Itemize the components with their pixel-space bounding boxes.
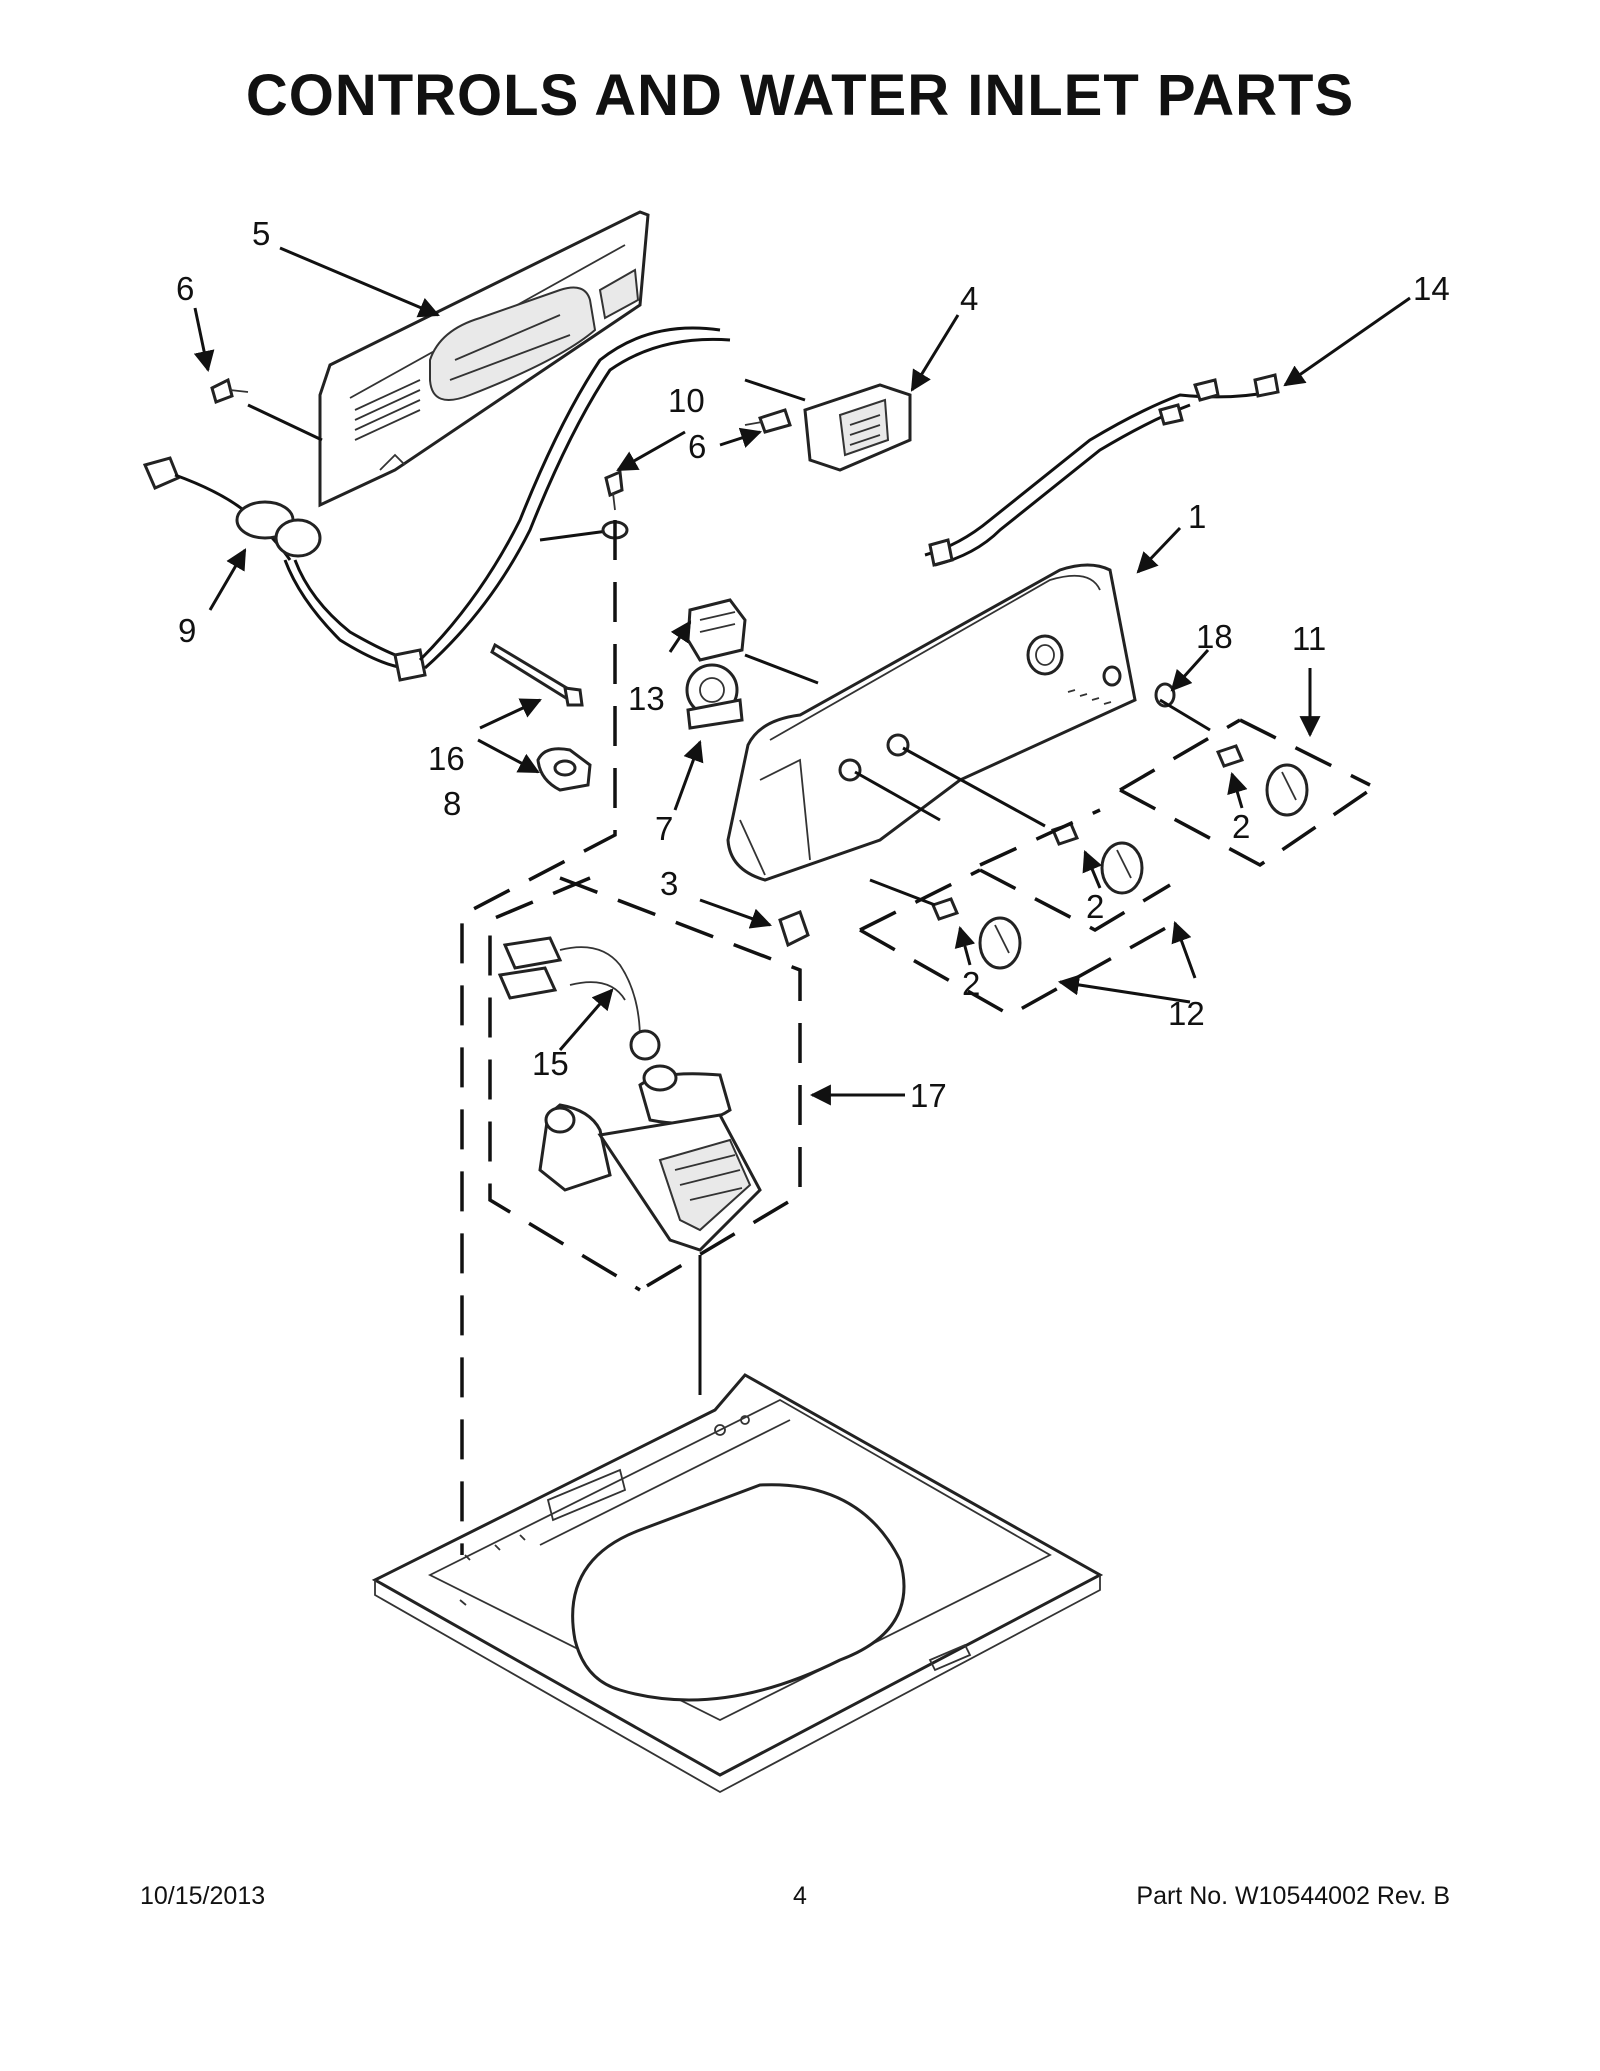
water-inlet-valve-part xyxy=(497,936,762,1252)
callout-6-right: 6 xyxy=(688,428,706,465)
callout-13: 13 xyxy=(628,680,665,717)
wire-harness-part xyxy=(924,373,1280,567)
pressure-switch-part xyxy=(685,598,747,730)
callout-6-left: 6 xyxy=(176,270,194,307)
dashed-reference-lines xyxy=(460,520,1371,1555)
callout-leader-lines xyxy=(193,246,1411,1395)
screw-left-part xyxy=(210,377,249,404)
callout-1: 1 xyxy=(1188,498,1206,535)
callout-2-left: 2 xyxy=(962,965,980,1002)
control-console-part xyxy=(726,563,1137,882)
callout-14: 14 xyxy=(1413,270,1450,307)
ground-screw-part xyxy=(604,469,624,511)
callout-numbers: 1 2 2 2 3 4 5 6 6 7 8 9 10 11 12 13 14 1… xyxy=(176,215,1450,1114)
page-title: CONTROLS AND WATER INLET PARTS xyxy=(245,63,1355,128)
callout-18: 18 xyxy=(1196,618,1233,655)
callout-3: 3 xyxy=(660,865,678,902)
footer-page-number: 4 xyxy=(793,1882,807,1910)
callout-17: 17 xyxy=(910,1077,947,1114)
cabinet-top-part xyxy=(371,1373,1104,1794)
callout-2-right: 2 xyxy=(1232,808,1250,845)
cable-tie-part xyxy=(490,642,584,707)
callout-15: 15 xyxy=(532,1045,569,1082)
footer-date: 10/15/2013 xyxy=(140,1882,266,1910)
footer-part-number: Part No. W10544002 Rev. B xyxy=(1136,1882,1450,1910)
wire-clip-part xyxy=(536,747,592,792)
callout-4: 4 xyxy=(960,280,978,317)
callout-5: 5 xyxy=(252,215,270,252)
callout-12: 12 xyxy=(1168,995,1205,1032)
small-clip-part xyxy=(778,910,810,948)
callout-11: 11 xyxy=(1292,620,1326,657)
knob-left-part xyxy=(930,897,1022,970)
knob-right-part xyxy=(1215,744,1309,817)
callout-10: 10 xyxy=(668,382,705,419)
callout-16: 16 xyxy=(428,740,465,777)
control-panel-rear-part xyxy=(318,210,650,508)
callout-2-middle: 2 xyxy=(1086,888,1104,925)
callout-7: 7 xyxy=(655,810,673,847)
callout-8: 8 xyxy=(443,785,461,822)
callout-9: 9 xyxy=(178,612,196,649)
main-control-board-part xyxy=(744,383,912,472)
